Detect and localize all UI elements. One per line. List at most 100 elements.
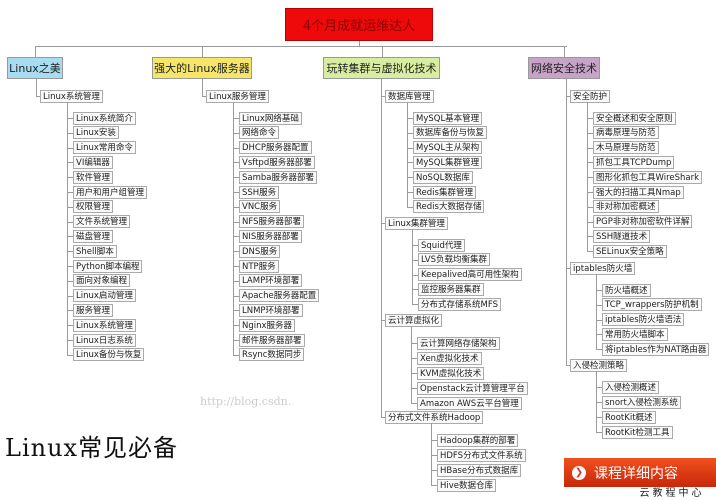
topic-node[interactable]: Shell脚本 xyxy=(73,244,117,258)
topic-node[interactable]: RootKit检测工具 xyxy=(602,425,673,439)
group-node[interactable]: 数据库管理 xyxy=(385,89,434,103)
group-node[interactable]: 入侵检测策略 xyxy=(570,358,628,372)
topic-node[interactable]: VI编辑器 xyxy=(73,155,113,169)
topic-node[interactable]: 病毒原理与防范 xyxy=(593,126,659,140)
topic-node[interactable]: 数据库备份与恢复 xyxy=(413,126,488,140)
group-node[interactable]: 分布式文件系统Hadoop xyxy=(385,410,484,424)
group-node[interactable]: iptables防火墙 xyxy=(570,261,636,275)
group-node[interactable]: Linux集群管理 xyxy=(385,216,448,230)
topic-node[interactable]: 软件管理 xyxy=(73,170,114,184)
topic-node[interactable]: 安全概述和安全原则 xyxy=(593,111,676,125)
connector-line xyxy=(67,251,73,253)
connector-line xyxy=(596,290,602,291)
topic-node[interactable]: Vsftpd服务器部署 xyxy=(239,155,315,169)
topic-node[interactable]: Linux日志系统 xyxy=(73,333,136,347)
topic-node[interactable]: 分布式存储系统MFS xyxy=(418,297,501,311)
connector-line xyxy=(587,132,593,134)
topic-node[interactable]: 抓包工具TCPDump xyxy=(593,155,675,169)
topic-node[interactable]: Rsync数据同步 xyxy=(239,348,305,362)
topic-node[interactable]: Keepalived高可用性架构 xyxy=(418,268,522,282)
topic-node[interactable]: Linux常用命令 xyxy=(73,141,136,155)
topic-node[interactable]: HDFS分布式文件系统 xyxy=(437,448,526,462)
topic-node[interactable]: MySQL集群管理 xyxy=(413,155,483,169)
group-node[interactable]: 云计算虚拟化 xyxy=(385,313,443,327)
topic-node[interactable]: LVS负载均衡集群 xyxy=(418,253,491,267)
topic-node[interactable]: 服务管理 xyxy=(73,303,114,317)
topic-node[interactable]: RootKit概述 xyxy=(602,410,656,424)
topic-node[interactable]: 网络命令 xyxy=(239,126,280,140)
topic-node[interactable]: LAMP环境部署 xyxy=(239,274,303,288)
topic-node[interactable]: SSH服务 xyxy=(239,185,280,199)
topic-node[interactable]: PGP非对称加密软件详解 xyxy=(593,215,693,229)
topic-node[interactable]: Linux备份与恢复 xyxy=(73,348,145,362)
connector-line xyxy=(431,440,437,441)
connector-line xyxy=(407,192,413,193)
topic-node[interactable]: 强大的扫描工具Nmap xyxy=(593,185,684,199)
topic-node[interactable]: MySQL主从架构 xyxy=(413,141,483,155)
connector-line xyxy=(412,289,418,291)
topic-node[interactable]: Redis大数据存储 xyxy=(413,200,485,214)
course-details-button[interactable]: ❯ 课程详细内容 xyxy=(564,458,716,487)
topic-node[interactable]: NFS服务器部署 xyxy=(239,215,304,229)
group-node[interactable]: 安全防护 xyxy=(570,89,611,103)
topic-node[interactable]: NIS服务器部署 xyxy=(239,229,302,243)
topic-node[interactable]: DHCP服务器配置 xyxy=(239,141,312,155)
topic-node[interactable]: Linux网络基础 xyxy=(239,111,302,125)
topic-node[interactable]: 防火墙概述 xyxy=(602,283,651,297)
topic-node[interactable]: 木马原理与防范 xyxy=(593,141,659,155)
topic-node[interactable]: iptables防火墙语法 xyxy=(602,313,685,327)
topic-node[interactable]: Hive数据仓库 xyxy=(437,478,497,492)
topic-node[interactable]: TCP_wrappers防护机制 xyxy=(602,298,702,312)
topic-node[interactable]: VNC服务 xyxy=(239,200,281,214)
topic-node[interactable]: 常用防火墙脚本 xyxy=(602,327,668,341)
topic-node[interactable]: 非对称加密概述 xyxy=(593,200,659,214)
topic-node[interactable]: NoSQL数据库 xyxy=(413,170,473,184)
topic-node[interactable]: Amazon AWS云平台管理 xyxy=(417,396,522,410)
topic-node[interactable]: 面向对象编程 xyxy=(73,274,131,288)
connector-line xyxy=(596,319,602,321)
connector-line xyxy=(587,206,593,208)
topic-node[interactable]: Squid代理 xyxy=(418,238,465,252)
topic-node[interactable]: 云计算网络存储架构 xyxy=(417,336,500,350)
topic-node[interactable]: 监控服务器集群 xyxy=(418,282,484,296)
group-node[interactable]: Linux服务管理 xyxy=(206,89,269,103)
group-node[interactable]: Linux系统管理 xyxy=(40,89,103,103)
topic-node[interactable]: MySQL基本管理 xyxy=(413,111,483,125)
topic-node[interactable]: 用户和用户组管理 xyxy=(73,185,148,199)
topic-node[interactable]: NTP服务 xyxy=(239,259,279,273)
topic-node[interactable]: 将iptables作为NAT路由器 xyxy=(602,342,710,356)
topic-node[interactable]: 邮件服务器部署 xyxy=(239,333,305,347)
topic-node[interactable]: SELinux安全策略 xyxy=(593,244,667,258)
topic-node[interactable]: 磁盘管理 xyxy=(73,229,114,243)
connector-line xyxy=(233,147,239,149)
topic-node[interactable]: 图形化抓包工具WireShark xyxy=(593,170,703,184)
topic-node[interactable]: 入侵检测概述 xyxy=(602,380,660,394)
topic-node[interactable]: HBase分布式数据库 xyxy=(437,463,522,477)
topic-node[interactable]: KVM虚拟化技术 xyxy=(417,366,485,380)
connector-line xyxy=(67,236,73,238)
branch-node[interactable]: 网络安全技术 xyxy=(528,57,600,79)
topic-node[interactable]: SSH隧道技术 xyxy=(593,229,651,243)
topic-node[interactable]: Linux系统管理 xyxy=(73,318,136,332)
topic-node[interactable]: snort入侵检测系统 xyxy=(602,395,681,409)
topic-node[interactable]: 权限管理 xyxy=(73,200,114,214)
topic-node[interactable]: Linux系统简介 xyxy=(73,111,136,125)
connector-line xyxy=(431,423,432,485)
topic-node[interactable]: LNMP环境部署 xyxy=(239,303,303,317)
topic-node[interactable]: Linux启动管理 xyxy=(73,289,136,303)
topic-node[interactable]: 文件系统管理 xyxy=(73,215,131,229)
topic-node[interactable]: Hadoop集群的部署 xyxy=(437,433,519,447)
connector-line xyxy=(67,295,73,297)
branch-node[interactable]: 玩转集群与虚拟化技术 xyxy=(323,57,440,79)
branch-node[interactable]: Linux之美 xyxy=(7,57,63,79)
topic-node[interactable]: DNS服务 xyxy=(239,244,281,258)
topic-node[interactable]: Nginx服务器 xyxy=(239,318,296,332)
topic-node[interactable]: Linux安装 xyxy=(73,126,119,140)
topic-node[interactable]: Openstack云计算管理平台 xyxy=(417,381,528,395)
topic-node[interactable]: Redis集群管理 xyxy=(413,185,476,199)
topic-node[interactable]: Python脚本编程 xyxy=(73,259,143,273)
topic-node[interactable]: Apache服务器配置 xyxy=(239,289,320,303)
branch-node[interactable]: 强大的Linux服务器 xyxy=(152,57,252,79)
topic-node[interactable]: Samba服务器部署 xyxy=(239,170,317,184)
topic-node[interactable]: Xen虚拟化技术 xyxy=(417,351,482,365)
